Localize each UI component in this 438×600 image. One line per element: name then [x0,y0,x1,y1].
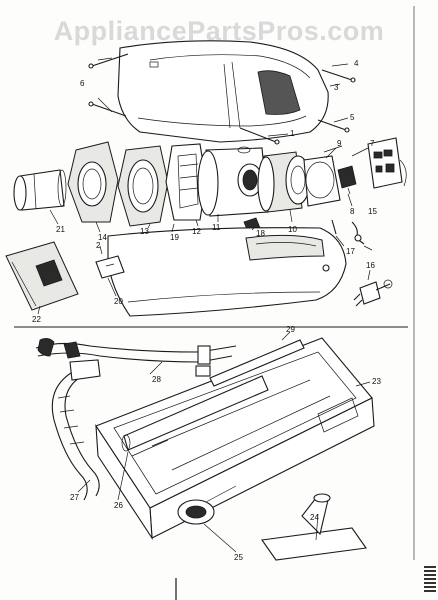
callout-20: 20 [114,297,123,306]
callout-labels: 6 4 3 5 1 7 9 8 15 10 11 12 13 14 21 19 … [32,59,381,562]
callout-14: 14 [98,233,107,242]
callout-3: 3 [334,83,339,92]
callout-22: 22 [32,315,41,324]
part-6-screws [88,53,129,117]
part-27-hose [51,359,101,501]
part-22-floor-nozzle [5,241,79,311]
callout-24: 24 [310,513,319,522]
part-19-lower-housing [107,227,347,317]
part-15-cord-clip [351,221,365,245]
scan-edge-marks [175,566,436,600]
callout-21: 21 [56,225,65,234]
callout-19: 19 [170,233,179,242]
callout-13: 13 [140,227,149,236]
part-10-motor [257,151,311,213]
leader-lines [37,57,373,553]
part-29-extension-wand [121,339,305,452]
part-21-hose-nozzle [13,169,67,211]
callout-27: 27 [70,493,79,502]
part-14-front-plate [67,141,119,223]
part-24-upholstery-tool [261,493,367,561]
part-28-strap [35,338,237,377]
part-20-bracket [95,255,125,279]
part-26-crevice-tool [131,439,169,457]
callout-8: 8 [350,207,355,216]
part-4-screw [321,69,356,83]
callout-23: 23 [372,377,381,386]
callout-18: 18 [256,229,265,238]
callout-11: 11 [212,223,221,232]
callout-1: 1 [290,129,295,138]
part-5-screw [317,119,350,133]
callout-6: 6 [80,79,85,88]
callout-7: 7 [370,139,375,148]
part-9-fan-assembly [303,145,343,207]
callout-29: 29 [286,325,295,334]
callout-28: 28 [152,375,161,384]
part-8-connector [337,165,357,195]
part-2-top-cover [117,40,329,143]
callout-16: 16 [366,261,375,270]
part-25-dusting-brush [177,485,237,525]
callout-12: 12 [192,227,201,236]
callout-17: 17 [346,247,355,256]
callout-15: 15 [368,207,377,216]
callout-9: 9 [337,139,342,148]
part-17-screw [331,219,337,235]
callout-10: 10 [288,225,297,234]
part-1-screw [239,127,280,145]
part-16-plug [353,279,393,307]
callout-5: 5 [350,113,355,122]
callout-25: 25 [234,553,243,562]
callout-26: 26 [114,501,123,510]
part-12-bag-holder [165,143,207,221]
callout-4: 4 [354,59,359,68]
part-13-filter [117,145,169,227]
callout-2: 2 [96,241,101,250]
part-3-switch-plate [367,137,407,189]
